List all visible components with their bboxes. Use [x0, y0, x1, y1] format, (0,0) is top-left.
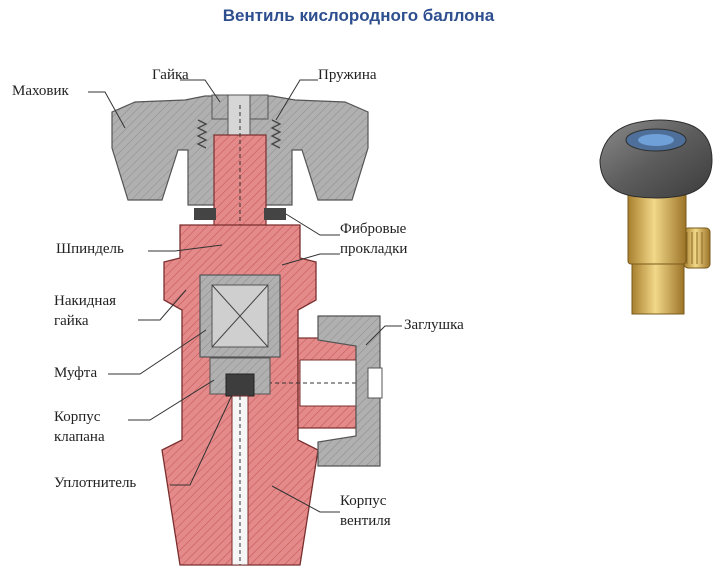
label-union-nut-line1: Накидная: [54, 293, 117, 309]
label-union-nut-line2: гайка: [54, 313, 89, 329]
leader-lines: [88, 79, 402, 513]
diagram-title: Вентиль кислородного баллона: [222, 6, 495, 25]
label-seal: Уплотнитель: [54, 475, 137, 491]
label-coupling: Муфта: [54, 365, 98, 381]
label-valve-body-line2: клапана: [54, 429, 105, 445]
coupling-part: [199, 274, 281, 358]
label-main-body-line2: вентиля: [340, 513, 391, 529]
label-fiber-gaskets-line1: Фибровые: [340, 221, 407, 237]
label-handwheel: Маховик: [12, 83, 69, 99]
label-nut: Гайка: [152, 67, 189, 83]
central-channel: [231, 395, 249, 566]
label-main-body-line1: Корпус: [340, 493, 387, 509]
plug-part: [317, 315, 383, 467]
valve-photo: [599, 119, 713, 315]
label-valve-body-line1: Корпус: [54, 409, 101, 425]
label-spindle: Шпиндель: [56, 241, 124, 257]
label-spring: Пружина: [318, 67, 377, 83]
spring-part: [196, 119, 282, 149]
valve-plug-part: [209, 357, 271, 397]
label-fiber-gaskets-line2: прокладки: [340, 241, 408, 257]
label-plug: Заглушка: [404, 317, 464, 333]
